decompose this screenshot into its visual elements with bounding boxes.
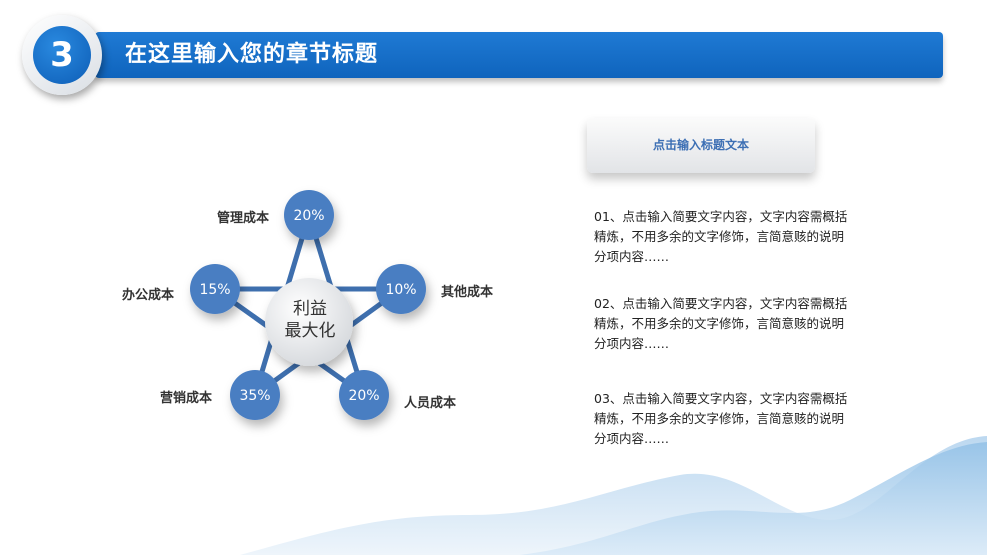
node-5[interactable]: 15% xyxy=(190,264,240,314)
panel-title-box xyxy=(587,118,815,173)
node-2-label: 其他成本 xyxy=(441,285,494,300)
node-3[interactable]: 20% xyxy=(339,370,389,420)
node-1-label: 管理成本 xyxy=(217,211,270,226)
node-4-value: 35% xyxy=(239,388,270,404)
section-number: 3 xyxy=(33,26,91,84)
node-1-value: 20% xyxy=(293,208,324,224)
node-2-value: 10% xyxy=(385,282,416,298)
center-label-line2: 最大化 xyxy=(284,321,336,341)
section-title[interactable]: 在这里输入您的章节标题 xyxy=(125,42,379,67)
header-bar xyxy=(95,32,943,78)
center-circle xyxy=(265,278,353,366)
node-4-label: 营销成本 xyxy=(160,391,213,406)
center-label-line1: 利益 xyxy=(293,299,327,319)
panel-title[interactable]: 点击输入标题文本 xyxy=(652,138,749,152)
node-4[interactable]: 35% xyxy=(230,370,280,420)
node-5-label: 办公成本 xyxy=(122,288,175,303)
center-label: 利益 最大化 xyxy=(268,298,352,342)
node-1[interactable]: 20% xyxy=(284,190,334,240)
node-3-value: 20% xyxy=(348,388,379,404)
description-item-2[interactable]: 02、点击输入简要文字内容，文字内容需概括精炼，不用多余的文字修饰，言简意赅的说… xyxy=(594,296,848,351)
description-item-1[interactable]: 01、点击输入简要文字内容，文字内容需概括精炼，不用多余的文字修饰，言简意赅的说… xyxy=(594,209,848,264)
node-5-value: 15% xyxy=(199,282,230,298)
node-3-label: 人员成本 xyxy=(404,396,457,411)
node-2[interactable]: 10% xyxy=(376,264,426,314)
description-item-3[interactable]: 03、点击输入简要文字内容，文字内容需概括精炼，不用多余的文字修饰，言简意赅的说… xyxy=(594,391,848,446)
